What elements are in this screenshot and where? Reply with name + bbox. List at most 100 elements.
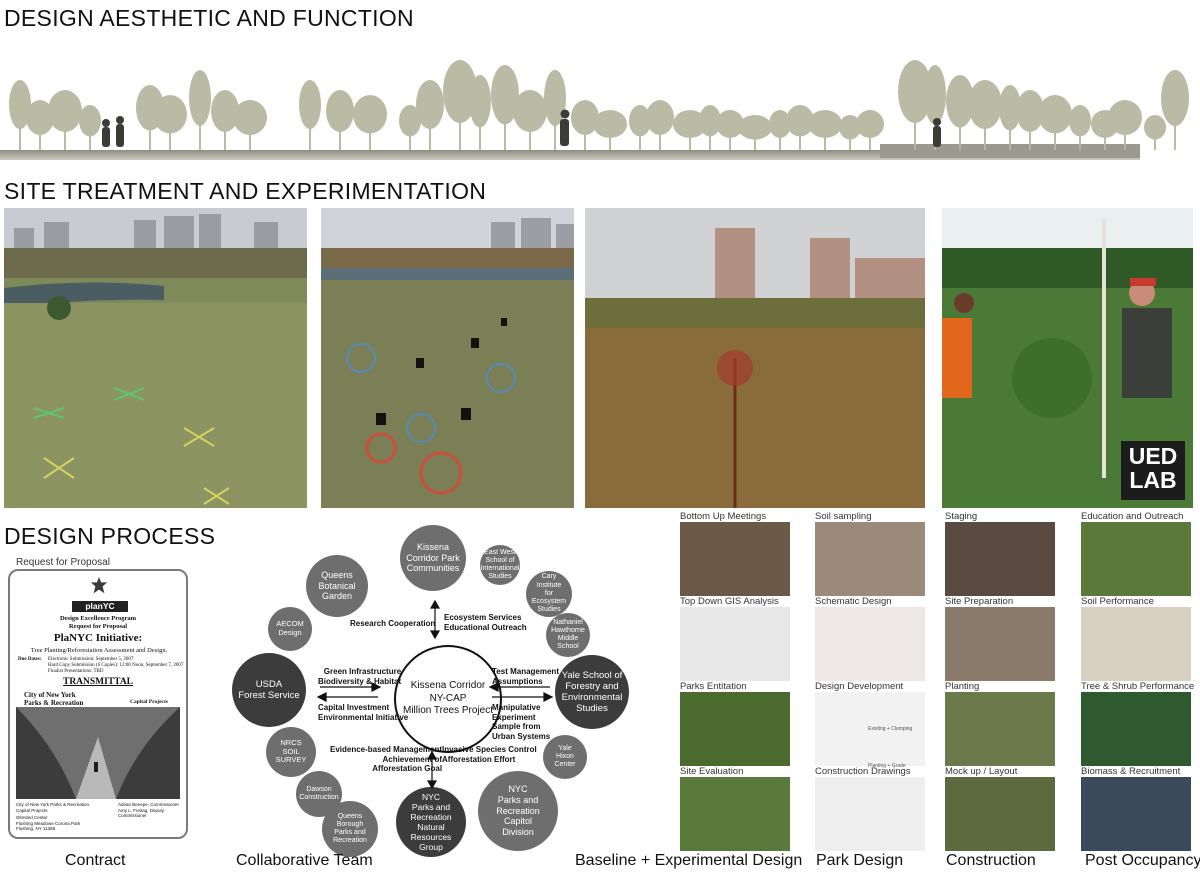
thumb-label: Bottom Up Meetings — [680, 511, 767, 522]
arrow-label-green-infra: Green Infrastructure Biodiversity & Habi… — [318, 667, 402, 686]
tree-canopy — [898, 60, 932, 123]
tree-trunk — [169, 128, 171, 150]
tree-canopy — [153, 95, 187, 134]
team-member-label: NRCS SOIL SURVEY — [275, 737, 307, 765]
thumb-photo — [945, 777, 1055, 851]
tree-canopy — [571, 100, 599, 135]
thumb-label: Tree & Shrub Performance — [1081, 681, 1195, 692]
thumb-photo — [680, 607, 790, 681]
tree-trunk — [249, 130, 251, 150]
tree-trunk — [869, 134, 871, 150]
caption-collaborative-team: Collaborative Team — [236, 852, 373, 869]
tree-canopy — [416, 80, 444, 129]
center-project-label: Kissena Corridor NY-CAP Million Trees Pr… — [402, 680, 494, 717]
thumb-label: Site Preparation — [945, 596, 1014, 607]
thumb-photo — [1081, 522, 1191, 596]
rfp-footer-right: Adrian Benepe, Commissioner Amy L. Freit… — [118, 802, 186, 819]
heading-design-aesthetic: DESIGN AESTHETIC AND FUNCTION — [4, 5, 414, 31]
team-member-label: Dawson Construction — [299, 785, 339, 801]
thumb-label: Education and Outreach — [1081, 511, 1184, 522]
tree-trunk — [959, 120, 961, 150]
thumb-photo — [1081, 607, 1191, 681]
tree-trunk — [609, 134, 611, 150]
tree-trunk — [479, 120, 481, 150]
team-member-circle: NYC Parks and Recreation Natural Resourc… — [396, 787, 466, 857]
thumb-label: Site Evaluation — [680, 766, 744, 777]
team-member-circle: AECOM Design — [268, 607, 312, 651]
tree-trunk — [199, 118, 201, 150]
rfp-foot-left-2: Capital Projects — [16, 807, 48, 813]
team-member-circle: Dawson Construction — [296, 771, 342, 817]
tree-canopy — [738, 115, 772, 140]
tree-trunk — [659, 130, 661, 150]
thumb-label: Biomass & Recruitment — [1081, 766, 1181, 777]
tree-canopy — [1161, 70, 1189, 126]
caption-construction: Construction — [946, 852, 1036, 869]
tree-trunk — [1009, 124, 1011, 150]
thumb-label: Soil Performance — [1081, 596, 1154, 607]
caption-contract: Contract — [65, 852, 126, 869]
caption-baseline: Baseline + Experimental Design — [575, 852, 803, 869]
tree-trunk — [19, 122, 21, 150]
arrow-label-manipulative: Manipulative Experiment Sample from Urba… — [492, 703, 551, 741]
team-member-circle: Yale School of Forestry and Environmenta… — [555, 655, 629, 729]
tree-trunk — [689, 134, 691, 150]
tree-canopy — [353, 95, 387, 134]
tree-trunk — [584, 130, 586, 150]
thumb-photo — [815, 522, 925, 596]
rfp-foot-left-4: Flushing Meadows-Corona Park — [16, 820, 81, 826]
tree-trunk — [339, 126, 341, 150]
logo-line-2: LAB — [1129, 467, 1177, 493]
person-figure — [102, 119, 110, 147]
maple-leaf-icon — [90, 577, 108, 594]
rfp-city: City of New York — [24, 691, 76, 699]
person-figure — [933, 118, 941, 147]
thumb-label: Staging — [945, 511, 978, 522]
thumb-label: Soil sampling — [815, 511, 872, 522]
thumb-photo — [945, 607, 1055, 681]
rfp-due-2: Hard Copy Submission (6 Copies): 12:00 N… — [48, 663, 184, 668]
team-member-label: Yale School of Forestry and Environmenta… — [561, 669, 623, 715]
tree-canopy — [808, 110, 842, 138]
rfp-foot-right-1: Adrian Benepe, Commissioner — [118, 802, 180, 807]
caption-post-occupancy: Post Occupancy — [1085, 852, 1200, 869]
tree-trunk — [39, 130, 41, 150]
team-member-circle: USDA Forest Service — [232, 653, 306, 727]
tree-trunk — [1104, 134, 1106, 150]
tree-canopy — [999, 85, 1021, 131]
tree-canopy — [593, 110, 627, 138]
team-member-circle: Cary Institute for Ecosystem Studies — [526, 571, 572, 617]
rfp-foot-left-3: Olmsted Center — [16, 815, 48, 820]
team-member-label: NYC Parks and Recreation Capitol Divisio… — [496, 784, 540, 837]
team-member-label: USDA Forest Service — [238, 678, 300, 701]
thumb-photo — [815, 607, 925, 681]
tree-trunk — [309, 122, 311, 150]
team-member-label: Queens Botanical Garden — [318, 570, 356, 602]
team-member-label: East West School of International Studie… — [480, 548, 520, 581]
tree-canopy — [233, 100, 267, 135]
tree-trunk — [1079, 132, 1081, 150]
person-figure — [560, 109, 570, 146]
tree-canopy — [856, 110, 884, 138]
rfp-due-label: Due Dates: — [18, 657, 42, 662]
tree-trunk — [459, 114, 461, 150]
tree-canopy — [299, 80, 321, 129]
tree-trunk — [504, 116, 506, 150]
tree-trunk — [554, 118, 556, 150]
tree-trunk — [369, 128, 371, 150]
tree-trunk — [529, 126, 531, 150]
tree-trunk — [429, 122, 431, 150]
tree-canopy — [716, 110, 744, 138]
team-member-label: NYC Parks and Recreation Natural Resourc… — [410, 791, 452, 853]
arrow-label-test-management: Test Management Assumptions — [492, 667, 559, 686]
thumb-photo — [1081, 692, 1191, 766]
tree-canopy — [946, 75, 974, 128]
tree-trunk — [824, 134, 826, 150]
site-photo-field-crew: UED LAB — [942, 208, 1193, 508]
tree-canopy — [786, 105, 814, 137]
tree-trunk — [224, 126, 226, 150]
tree-canopy — [544, 70, 566, 126]
tree-canopy — [924, 65, 946, 125]
rfp-document: planYC Design Excellence Program Request… — [8, 569, 188, 839]
arrow-label-ecosystem: Ecosystem Services Educational Outreach — [444, 613, 527, 632]
